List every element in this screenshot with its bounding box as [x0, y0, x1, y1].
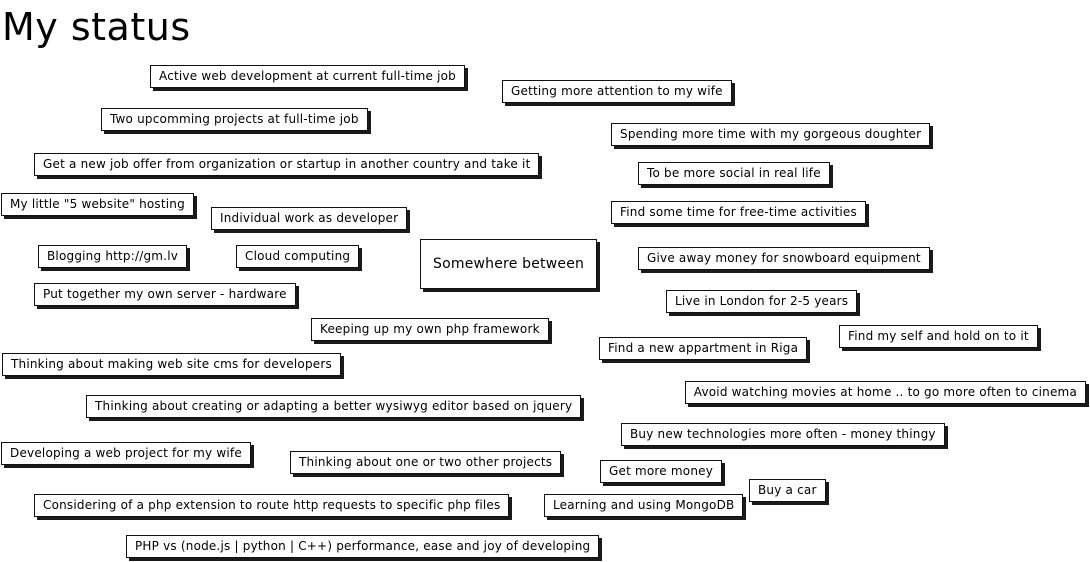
node-php-framework: Keeping up my own php framework	[311, 318, 549, 341]
node-appartment-riga: Find a new appartment in Riga	[599, 337, 808, 360]
node-free-time: Find some time for free-time activities	[611, 201, 866, 224]
node-php-vs-others: PHP vs (node.js | python | C++) performa…	[126, 535, 600, 558]
node-cloud-computing: Cloud computing	[236, 245, 360, 268]
node-cms-for-developers: Thinking about making web site cms for d…	[2, 353, 341, 376]
page-title: My status	[2, 5, 191, 49]
node-snowboard: Give away money for snowboard equipment	[638, 247, 930, 270]
node-website-hosting: My little "5 website" hosting	[1, 193, 194, 216]
node-cinema: Avoid watching movies at home .. to go m…	[684, 381, 1086, 404]
node-more-social: To be more social in real life	[638, 162, 830, 185]
node-individual-work: Individual work as developer	[211, 207, 408, 230]
node-php-extension: Considering of a php extension to route …	[34, 494, 510, 517]
node-more-money: Get more money	[600, 460, 723, 483]
node-attention-wife: Getting more attention to my wife	[502, 80, 732, 103]
node-time-with-daughter: Spending more time with my gorgeous doug…	[611, 123, 931, 146]
node-two-upcoming-projects: Two upcomming projects at full-time job	[101, 108, 368, 131]
node-active-web-development: Active web development at current full-t…	[150, 65, 465, 88]
node-other-projects: Thinking about one or two other projects	[290, 451, 562, 474]
node-mongodb: Learning and using MongoDB	[544, 494, 744, 517]
node-new-technologies: Buy new technologies more often - money …	[621, 423, 945, 446]
node-own-server: Put together my own server - hardware	[34, 283, 296, 306]
node-buy-car: Buy a car	[749, 479, 826, 502]
node-blogging: Blogging http://gm.lv	[38, 245, 188, 268]
center-node: Somewhere between	[420, 239, 598, 289]
node-find-my-self: Find my self and hold on to it	[839, 325, 1038, 348]
node-new-job-offer: Get a new job offer from organization or…	[34, 153, 540, 176]
node-wysiwyg-editor: Thinking about creating or adapting a be…	[86, 395, 582, 418]
node-web-project-wife: Developing a web project for my wife	[1, 442, 251, 465]
node-london: Live in London for 2-5 years	[666, 290, 858, 313]
